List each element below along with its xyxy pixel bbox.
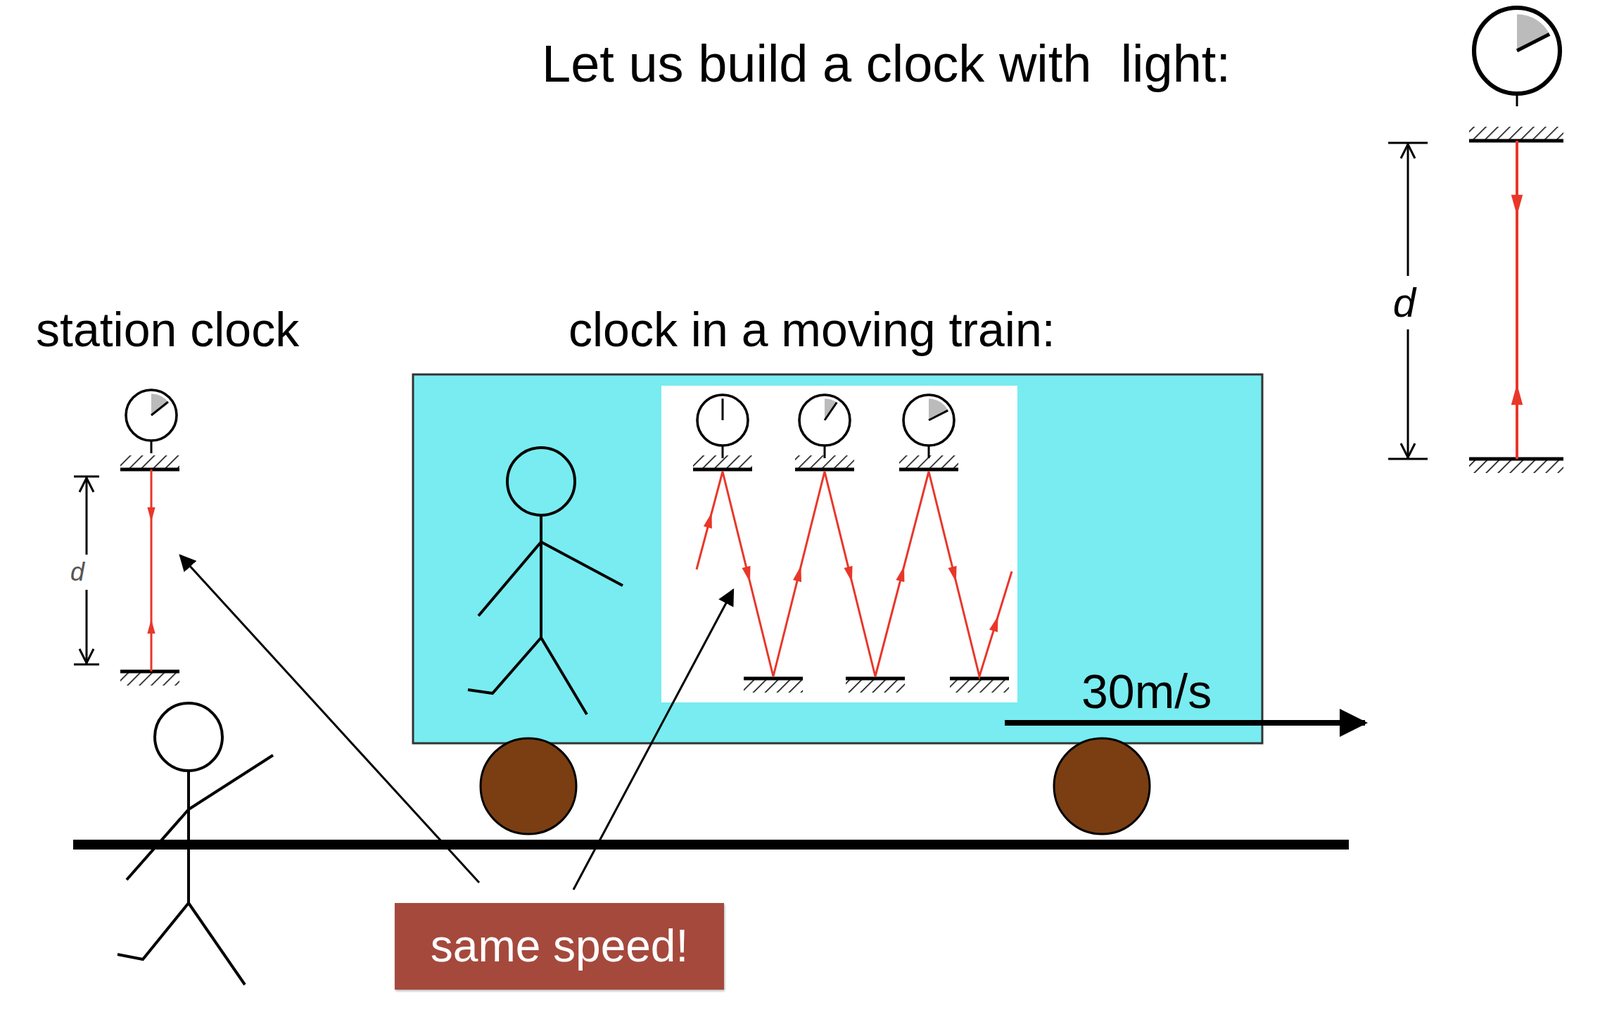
light-ray [696, 471, 1012, 677]
stick-figure [467, 447, 623, 715]
speed-label: 30m/s [1081, 667, 1212, 715]
ray-arrowhead [703, 512, 713, 529]
clock-dial [903, 394, 955, 459]
leader-line [573, 589, 734, 890]
dimension-bracket [1388, 142, 1428, 459]
section-label: clock in a moving train: [568, 305, 1056, 354]
ray-arrowhead [147, 507, 155, 522]
stick-figure [117, 702, 273, 985]
clock-panel [661, 385, 1018, 703]
section-label: station clock [35, 305, 300, 354]
clock-dial [1474, 7, 1560, 107]
mirror [120, 671, 180, 686]
ray-arrowhead [895, 565, 905, 582]
dimension-label: d [70, 559, 85, 585]
wheel [480, 738, 577, 834]
callout-text: same speed! [430, 923, 689, 969]
clock-dial [697, 394, 748, 459]
mirror [949, 678, 1009, 693]
ray-arrowhead [742, 565, 751, 582]
title: Let us build a clock with light: [541, 37, 1231, 91]
velocity-arrow [1004, 719, 1365, 726]
track [73, 839, 1349, 850]
clock-dial [125, 389, 177, 454]
mirror [1469, 458, 1564, 473]
mirror [795, 455, 855, 470]
ray-arrowhead [1511, 194, 1523, 217]
mirror [743, 678, 803, 693]
mirror [899, 455, 959, 470]
callout-box: same speed! [394, 902, 725, 990]
train-car [413, 374, 1263, 744]
mirror [120, 455, 180, 470]
mirror [1469, 126, 1564, 141]
dimension-label: d [1393, 282, 1416, 323]
ray-arrowhead [989, 615, 998, 632]
leader-line [180, 555, 480, 883]
wheel [1054, 738, 1150, 834]
clock-dial [799, 394, 850, 459]
ray-arrowhead [147, 619, 155, 634]
ray-arrowhead [948, 565, 957, 582]
ray-arrowhead [844, 565, 853, 582]
ray-arrowhead [792, 565, 802, 582]
mirror [693, 455, 753, 470]
mirror [845, 678, 905, 693]
ray-arrowhead [1511, 384, 1523, 406]
